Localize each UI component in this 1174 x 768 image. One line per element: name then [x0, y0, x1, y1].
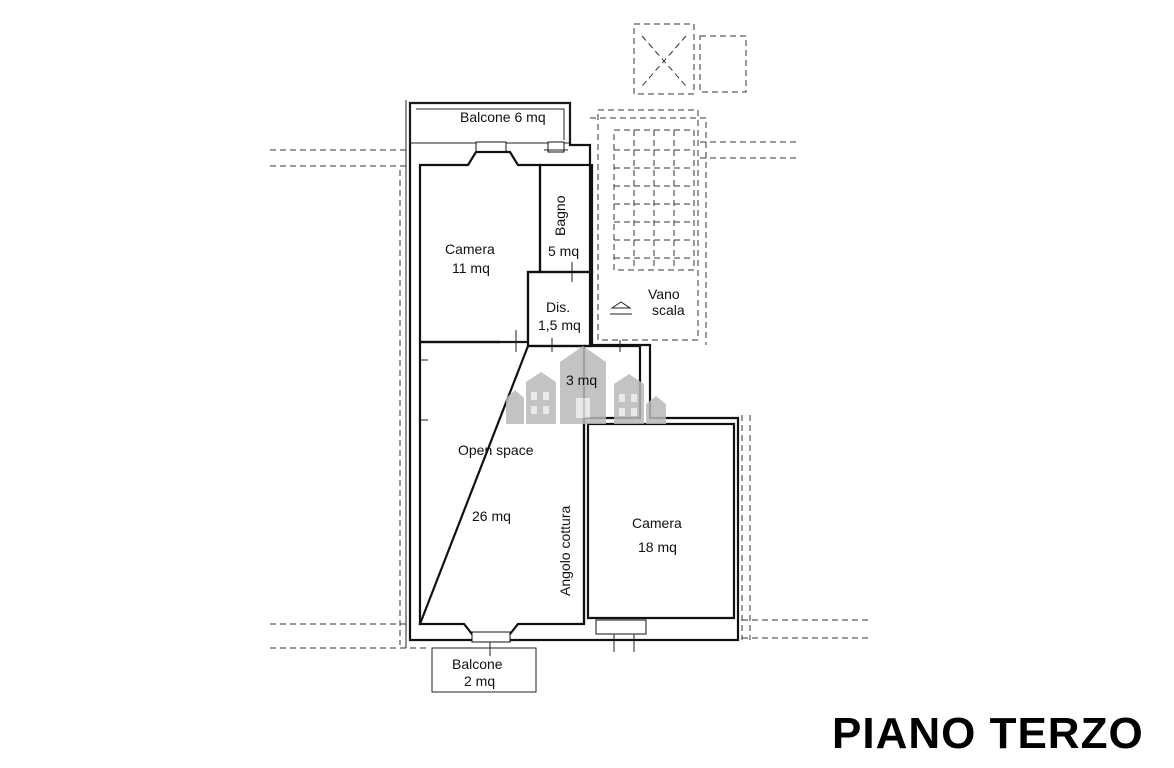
balcony-top [409, 102, 571, 153]
label-vano-2: scala [652, 302, 685, 318]
label-balcone-bottom-1: Balcone [452, 656, 503, 672]
floor-title: PIANO TERZO [832, 709, 1144, 758]
label-dis-name: Dis. [546, 299, 570, 315]
room-camera-right [582, 418, 736, 652]
label-bagno-name: Bagno [552, 195, 568, 236]
neighbour-dashed-lines [270, 141, 872, 649]
room-labels: Balcone 6 mq Camera 11 mq Bagno 5 mq Dis… [445, 109, 685, 689]
label-camera-right-name: Camera [632, 515, 682, 531]
label-open-space-area: 26 mq [472, 508, 511, 524]
label-camera-left-area: 11 mq [452, 260, 490, 276]
label-camera-right-area: 18 mq [638, 539, 677, 555]
label-dis-area: 1,5 mq [538, 317, 581, 333]
label-bagno-area: 5 mq [548, 243, 579, 259]
stairwell [590, 23, 747, 345]
label-corridor-area: 3 mq [566, 372, 597, 388]
label-balcone-top: Balcone 6 mq [460, 109, 546, 125]
label-balcone-bottom-2: 2 mq [464, 673, 495, 689]
label-vano-1: Vano [648, 286, 680, 302]
balcony-bottom [431, 647, 537, 693]
label-open-space-name: Open space [458, 442, 534, 458]
label-angolo-cottura: Angolo cottura [557, 506, 573, 596]
label-camera-left-name: Camera [445, 241, 495, 257]
room-open-space [418, 340, 586, 656]
watermark-logo [506, 346, 666, 424]
